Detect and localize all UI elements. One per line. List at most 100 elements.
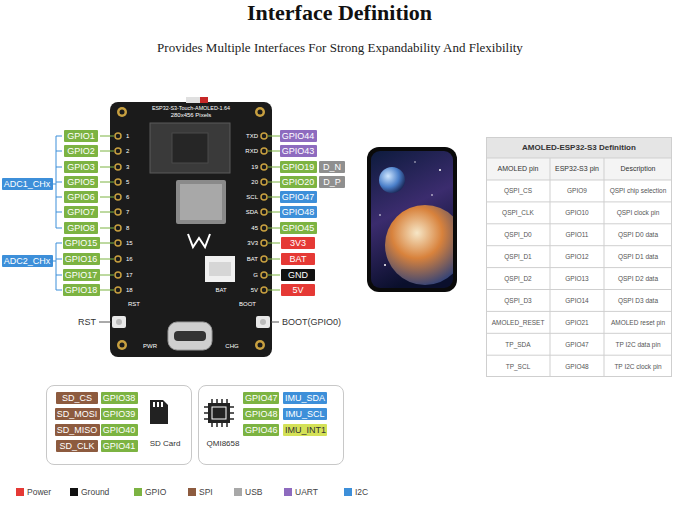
pin-tag: GPIO46 [243, 424, 279, 436]
imu-chip-icon [212, 407, 226, 419]
battery-connector [209, 262, 231, 276]
pin-tag: GPIO1 [64, 130, 98, 142]
boot-button [256, 316, 270, 328]
silkscreen-label: 18 [126, 286, 140, 294]
silkscreen-label: 15 [126, 239, 140, 247]
leader-line [100, 136, 280, 290]
button-label: RST [74, 316, 96, 328]
silkscreen-label: TXD [236, 132, 258, 140]
table-cell: QSPI D1 data [604, 246, 672, 268]
silkscreen-label: SCL [236, 193, 258, 201]
pin-tag: BAT [281, 253, 315, 265]
pin-tag: IMU_SCL [283, 408, 327, 420]
node-text: QMI8658 [201, 438, 245, 450]
table-cell: QSPI D3 data [604, 290, 672, 312]
pin-tag: GPIO6 [64, 191, 98, 203]
table-cell: QSPI D2 data [604, 268, 672, 290]
pin-tag: GPIO15 [63, 237, 100, 249]
pin-tag: GPIO2 [64, 145, 98, 157]
table-cell: GPIO11 [550, 224, 604, 246]
legend-swatch [134, 488, 142, 496]
silkscreen-label: 20 [236, 178, 258, 186]
table-column-fill [486, 158, 672, 180]
table-cell: QSPI_D1 [486, 246, 550, 268]
legend-text: GPIO [145, 485, 166, 499]
pin-tag: ADC1_CHx [2, 178, 53, 190]
antenna [186, 97, 208, 103]
silkscreen-label: 2 [126, 147, 140, 155]
rst-button [116, 319, 122, 325]
pin-tag: GPIO48 [280, 206, 317, 218]
pin-tag: GPIO17 [63, 269, 100, 281]
silkscreen-label: 6 [126, 193, 140, 201]
pin-tag: SD_MISO [55, 424, 100, 436]
legend-swatch [188, 488, 196, 496]
imu-chip-icon [204, 399, 234, 427]
silkscreen-label: CHG [220, 342, 244, 350]
silkscreen-label: 19 [236, 163, 258, 171]
subtitle: Provides Multiple Interfaces For Strong … [40, 40, 640, 56]
table-header-fill [486, 137, 672, 158]
node-text: AMOLED-ESP32-S3 Definition [486, 137, 672, 158]
silkscreen-label: BOOT [234, 300, 256, 308]
silkscreen-label: BAT [236, 255, 258, 263]
pin-tag: SD_CS [56, 392, 98, 404]
pin-tag: GPIO20 [280, 176, 317, 188]
pin-tag: D_N [319, 161, 345, 173]
sd-card-icon [153, 402, 163, 407]
pin-tag: 5V [281, 284, 315, 296]
pin-tag: GPIO43 [280, 145, 317, 157]
node-text: SD Card [141, 438, 189, 450]
table-cell: AMOLED_RESET [486, 311, 550, 333]
silkscreen-label: PWR [138, 342, 162, 350]
pin-tag: GPIO5 [64, 176, 98, 188]
legend-text: SPI [199, 485, 213, 499]
esp32-module [150, 123, 230, 173]
pin-tag: GPIO38 [101, 392, 138, 404]
silkscreen-label: BAT [206, 286, 236, 294]
legend-swatch [234, 488, 242, 496]
table-cell: GPIO12 [550, 246, 604, 268]
pin-tag: SD_MOSI [55, 408, 100, 420]
pin-tag: GPIO18 [63, 284, 100, 296]
silkscreen-label: 3V3 [236, 239, 258, 247]
diagram-title: Interface Definition [0, 0, 679, 26]
pin-tag: GPIO44 [280, 130, 317, 142]
legend-swatch [70, 488, 78, 496]
usb-c-port [174, 331, 206, 341]
adc-bracket [51, 136, 62, 290]
esp32-chip [172, 133, 208, 163]
antenna [200, 97, 208, 103]
silkscreen-label: 1 [126, 132, 140, 140]
pin-tag: GPIO7 [64, 206, 98, 218]
pin-tag: GPIO45 [280, 222, 317, 234]
pin-tag: GPIO16 [63, 253, 100, 265]
sd-slot [176, 180, 226, 224]
pin-tag: 3V3 [281, 237, 315, 249]
legend-text: USB [245, 485, 262, 499]
pin-tag: GPIO3 [64, 161, 98, 173]
table-cell: QSPI D0 data [604, 224, 672, 246]
silkscreen-label: 3 [126, 163, 140, 171]
table-cell: GPIO47 [550, 333, 604, 355]
table-cell: GPIO48 [550, 355, 604, 377]
table-cell: GPIO14 [550, 290, 604, 312]
legend-text: Ground [81, 485, 109, 499]
silkscreen-label: 45 [236, 224, 258, 232]
legend-text: Power [27, 485, 51, 499]
logo [188, 234, 210, 247]
table-cell: QSPI_D3 [486, 290, 550, 312]
pin-tag: GPIO40 [101, 424, 138, 436]
legend-text: UART [295, 485, 318, 499]
table-cell: TP_SDA [486, 333, 550, 355]
pin-tag: SD_CLK [56, 440, 98, 452]
silkscreen-label: 5V [236, 286, 258, 294]
silkscreen-label: 7 [126, 208, 140, 216]
table-cell: AMOLED reset pin [604, 311, 672, 333]
table-cell: GPIO13 [550, 268, 604, 290]
mounting-hole [117, 107, 265, 350]
button-label: BOOT(GPIO0) [282, 316, 342, 328]
pin-tag: D_P [319, 176, 345, 188]
leader-line [99, 322, 279, 323]
table-cell: TP I2C data pin [604, 333, 672, 355]
